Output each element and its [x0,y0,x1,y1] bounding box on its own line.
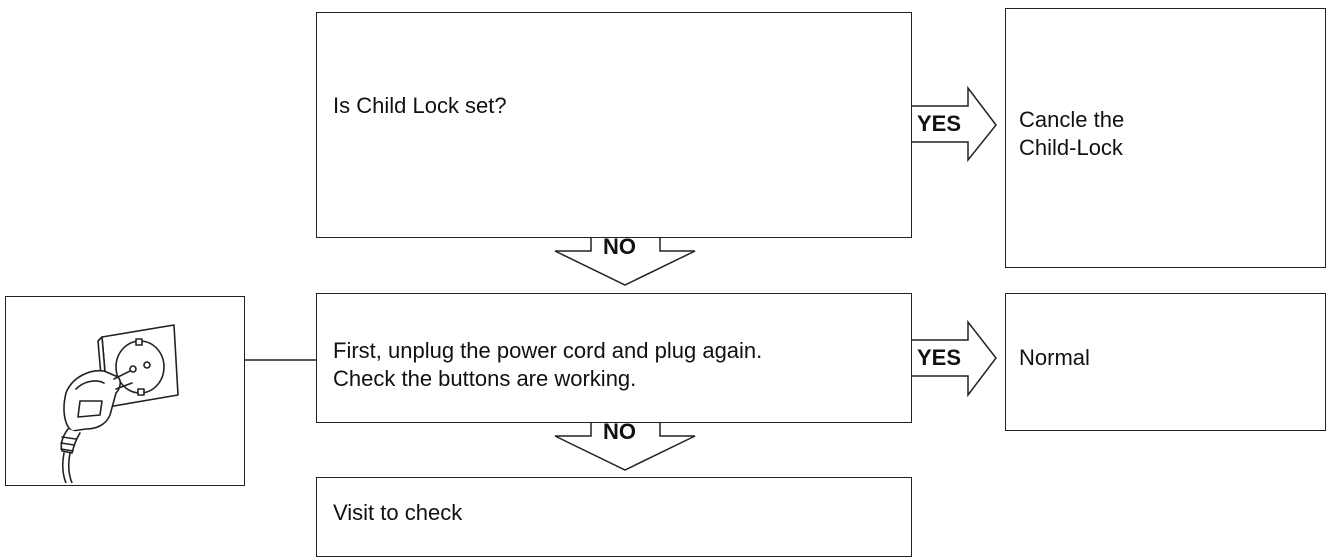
yes-label-1: YES [917,111,961,137]
step-cancel-child-lock-text: Cancle the Child-Lock [1019,106,1124,162]
step-child-lock-question-text: Is Child Lock set? [333,92,507,120]
no-label-2: NO [603,419,636,445]
step-unplug-power-text: First, unplug the power cord and plug ag… [333,337,762,393]
step-child-lock-question [316,12,912,238]
step-visit-to-check-text: Visit to check [333,499,462,527]
yes-label-2: YES [917,345,961,371]
illustration-frame [5,296,245,486]
step-normal-text: Normal [1019,344,1090,372]
no-label-1: NO [603,234,636,260]
power-plug-socket-icon [6,297,242,483]
